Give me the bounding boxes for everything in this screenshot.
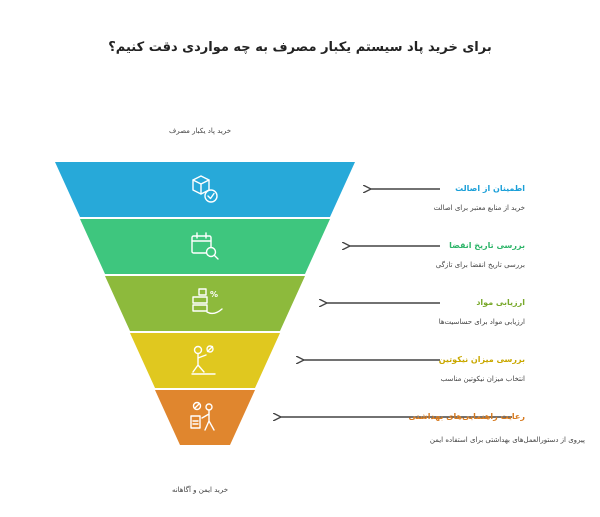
funnel-stage-1 (55, 162, 355, 217)
stage-1-title: اطمینان از اصالت (455, 184, 525, 193)
funnel-stage-5 (155, 390, 255, 445)
stage-5-description: پیروی از دستورالعمل‌های بهداشتی برای است… (429, 436, 585, 444)
nicotine-person-icon (191, 345, 216, 375)
funnel-stage-3: % (105, 276, 305, 331)
ingredients-icon: % (192, 288, 223, 315)
funnel-stage-2 (80, 219, 330, 274)
stage-2-description: بررسی تاریخ انقضا برای تازگی (435, 261, 525, 269)
funnel-top-label: خرید پاد یکبار مصرف (168, 127, 232, 135)
stage-3-title: ارزیابی مواد (476, 298, 525, 307)
stage-1-description: خرید از منابع معتبر برای اصالت (433, 204, 525, 212)
funnel-bottom-label: خرید ایمن و آگاهانه (171, 486, 229, 494)
stage-5-title: رعایت راهنمایی‌های بهداشتی (408, 412, 526, 421)
stage-4-title: بررسی میزان نیکوتین (438, 355, 525, 364)
box-check-icon (192, 175, 218, 203)
stage-3-description: ارزیابی مواد برای حساسیت‌ها (438, 318, 525, 326)
calendar-search-icon (191, 232, 219, 260)
stage-2-title: بررسی تاریخ انقضا (449, 241, 525, 250)
svg-text:%: % (210, 290, 218, 299)
stage-4-description: انتخاب میزان نیکوتین مناسب (440, 375, 525, 383)
funnel-stage-4 (130, 333, 280, 388)
health-guidelines-icon (190, 401, 215, 431)
page-title: برای خرید پاد سیستم یکبار مصرف به چه موا… (108, 40, 492, 55)
